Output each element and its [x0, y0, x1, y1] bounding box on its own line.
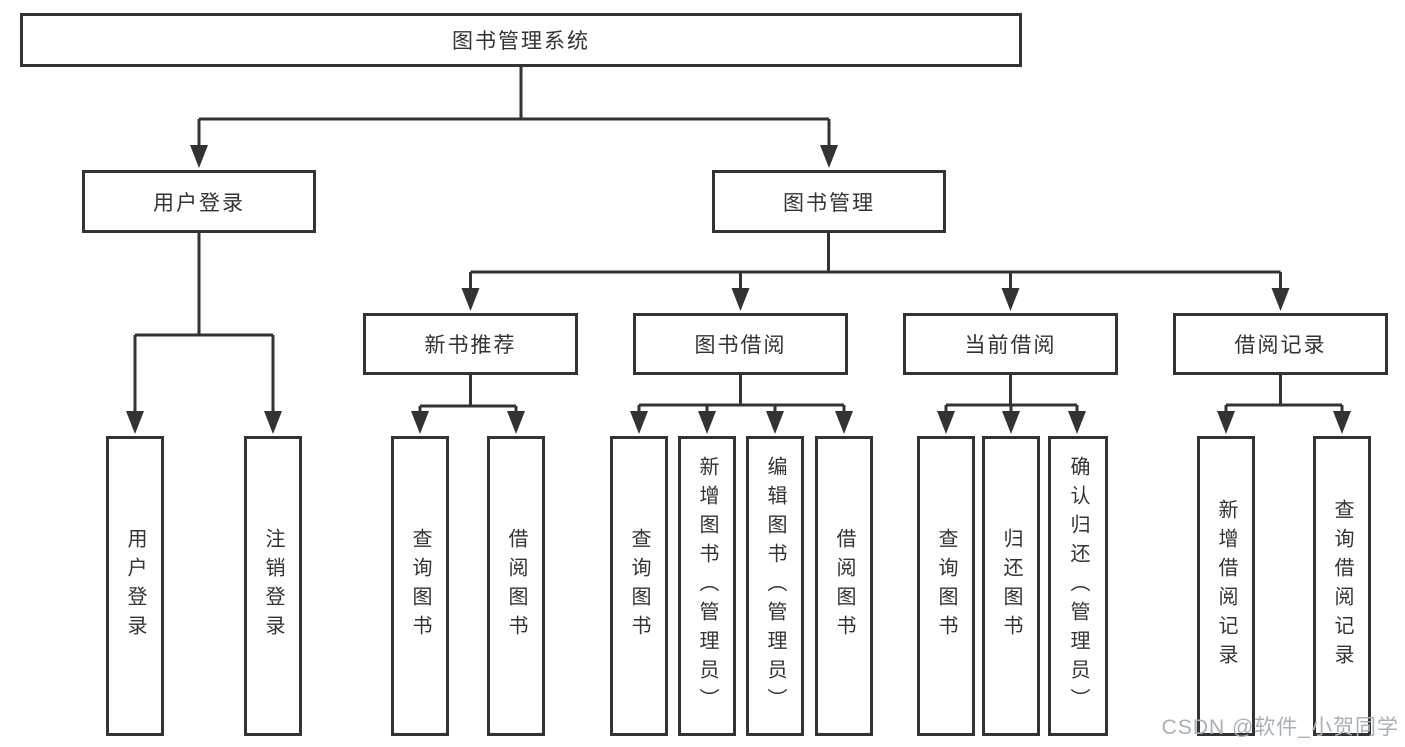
- leaf-bookborrow-query: 查询图书: [610, 436, 668, 736]
- connector-arrowheads: [126, 145, 1351, 434]
- node-new-book-recommend: 新书推荐: [363, 313, 578, 375]
- leaf-user-login: 用户登录: [106, 436, 164, 736]
- leaf-bookborrow-add-admin: 新增图书（管理员）: [678, 436, 736, 736]
- node-current-borrow: 当前借阅: [903, 313, 1118, 375]
- leaf-bookborrow-borrow: 借阅图书: [815, 436, 873, 736]
- leaf-newbook-borrow: 借阅图书: [487, 436, 545, 736]
- leaf-current-return: 归还图书: [982, 436, 1040, 736]
- node-root: 图书管理系统: [20, 13, 1022, 67]
- leaf-current-confirm-admin: 确认归还（管理员）: [1048, 436, 1108, 736]
- node-borrow-records: 借阅记录: [1173, 313, 1388, 375]
- connector-paths: [133, 67, 1344, 416]
- leaf-current-query: 查询图书: [917, 436, 975, 736]
- leaf-bookborrow-edit-admin: 编辑图书（管理员）: [746, 436, 804, 736]
- node-user-login: 用户登录: [82, 170, 316, 233]
- leaf-newbook-query: 查询图书: [391, 436, 449, 736]
- watermark: CSDN @软件_小贺同学: [1161, 716, 1399, 739]
- node-book-borrow: 图书借阅: [633, 313, 848, 375]
- leaf-record-add: 新增借阅记录: [1197, 436, 1255, 736]
- node-book-management: 图书管理: [712, 170, 946, 233]
- leaf-record-query: 查询借阅记录: [1313, 436, 1371, 736]
- leaf-logout: 注销登录: [244, 436, 302, 736]
